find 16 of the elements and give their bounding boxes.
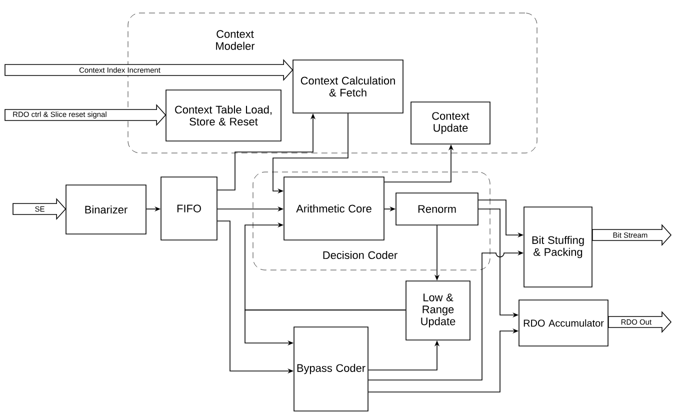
wide-arrow [4,104,166,126]
process-box: Context Table Load, Store & Reset [166,90,282,142]
wide-arrow [592,224,672,246]
process-box: FIFO [160,176,218,240]
wide-arrow [4,58,294,82]
process-box: Bit Stuffing & Packing [524,206,592,288]
process-box: Binarizer [66,184,146,234]
process-box: Context Calculation & Fetch [292,60,404,114]
wide-arrow [608,310,672,334]
process-box: Arithmetic Core [284,176,384,240]
process-box: RDO Accumulator [518,300,608,346]
process-box: Bypass Coder [294,326,368,412]
process-box: Low & Range Update [406,280,470,340]
process-box: Context Update [410,102,490,144]
process-box: Renorm [396,192,478,226]
wide-arrow [12,198,66,220]
